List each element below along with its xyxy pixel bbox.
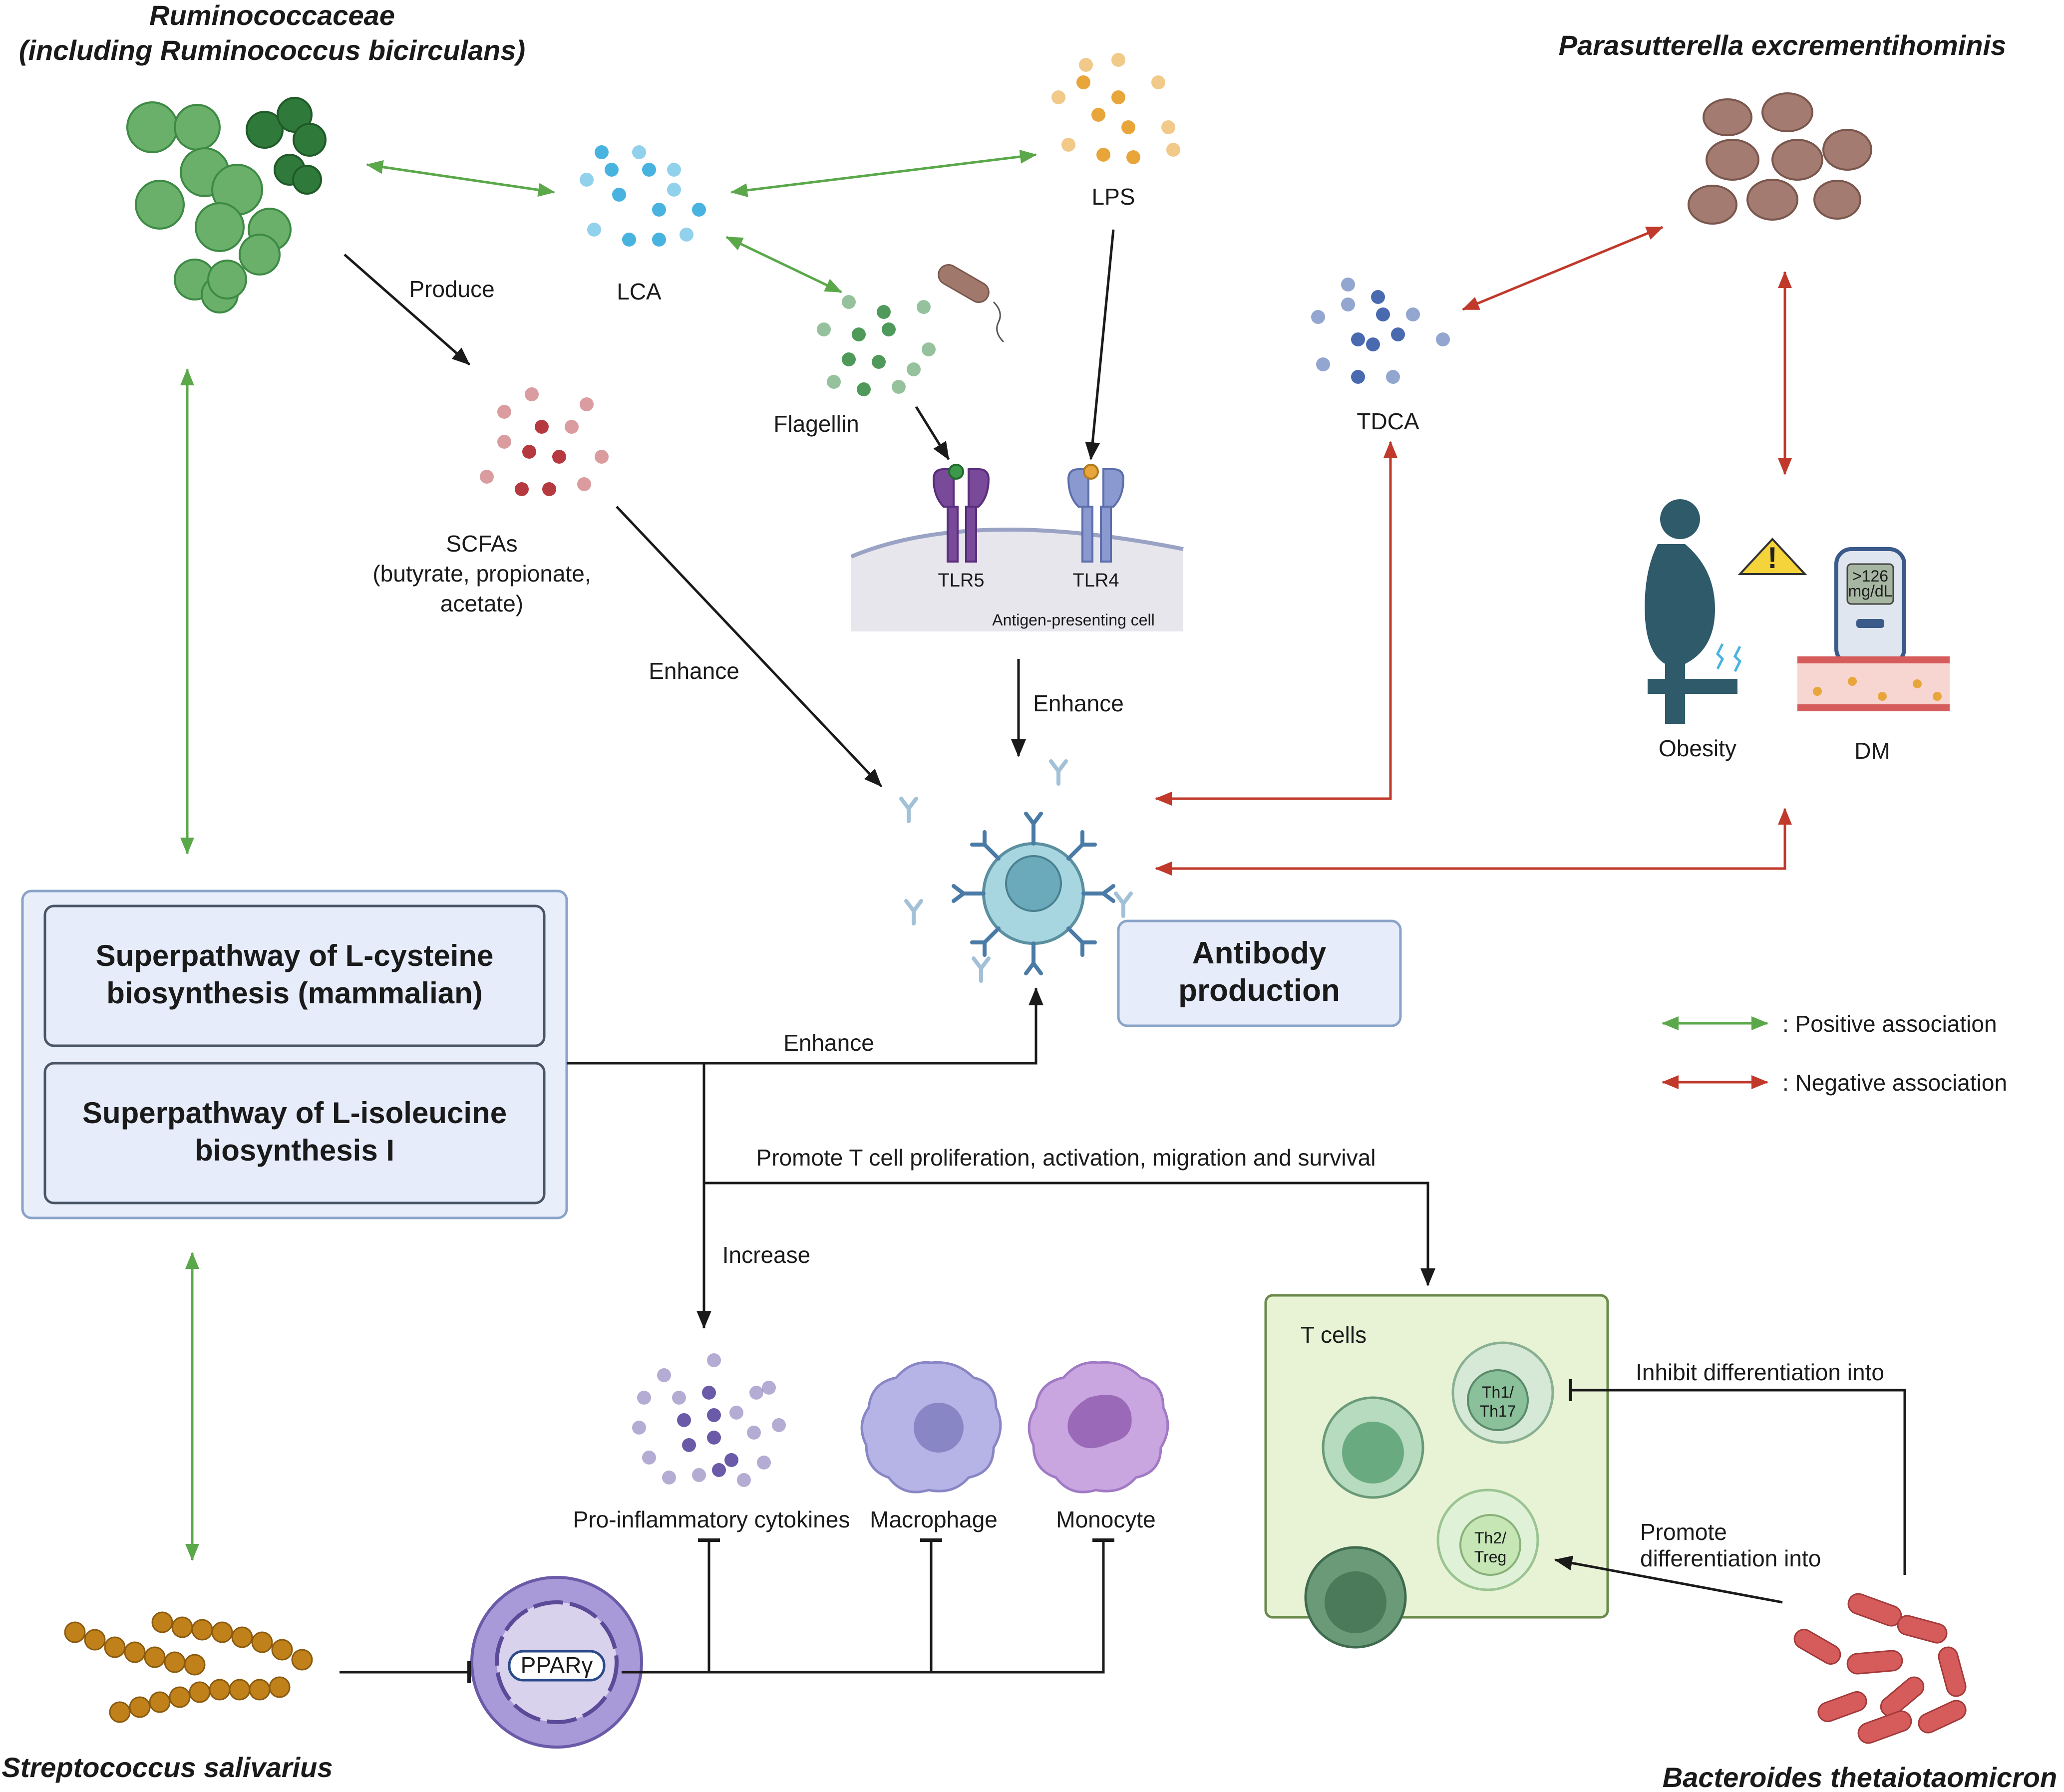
obesity-icon	[1645, 499, 1742, 724]
lps-label: LPS	[1092, 184, 1135, 210]
legend-negative-label: : Negative association	[1782, 1070, 2007, 1096]
macrophage-cell	[860, 1361, 1002, 1493]
ruminococcaceae-bacteria	[126, 97, 327, 313]
bacteroides-bacteria	[1793, 1593, 1967, 1744]
free-antibodies	[899, 759, 1133, 983]
flagellin-label: Flagellin	[773, 411, 859, 437]
lps-dots	[1051, 53, 1180, 164]
cytokine-dots	[632, 1353, 786, 1487]
glucose-reading-line2: mg/dL	[1848, 582, 1893, 600]
antibody-production-line1: Antibody	[1192, 936, 1327, 970]
streptococcus-bacteria	[64, 1611, 313, 1723]
promote-t-edge-label: Promote T cell proliferation, activation…	[756, 1145, 1376, 1171]
th1-label-line2: Th17	[1480, 1402, 1516, 1420]
enhance-scfa-edge-label: Enhance	[649, 658, 739, 684]
parasutterella-bacteria	[1688, 92, 1872, 225]
pathway-box-outer	[21, 890, 568, 1219]
ppar-cell	[470, 1576, 643, 1749]
legend-positive-label: : Positive association	[1782, 1011, 1997, 1037]
negative-arrows	[1155, 226, 1792, 1089]
apc-label: Antigen-presenting cell	[992, 611, 1155, 629]
obesity-label: Obesity	[1659, 735, 1736, 761]
scfas-label-line1: SCFAs	[446, 531, 517, 557]
antibodies	[952, 812, 1115, 975]
antibody-production-line2: production	[1178, 973, 1340, 1008]
lca-label: LCA	[617, 279, 662, 304]
directional-arrows	[340, 229, 1906, 1683]
tlr4-receptor	[1067, 464, 1125, 563]
scfas-label-line2: (butyrate, propionate,	[372, 561, 591, 587]
promote-diff-edge-label-line2: differentiation into	[1640, 1545, 1821, 1571]
produce-edge-label: Produce	[409, 276, 494, 302]
streptococcus-title: Streptococcus salivarius	[2, 1752, 333, 1783]
tlr5-receptor	[932, 464, 990, 563]
monocyte-label: Monocyte	[1056, 1506, 1155, 1532]
increase-edge-label: Increase	[722, 1242, 810, 1268]
antibody-box	[1117, 919, 1402, 1027]
dm-label: DM	[1854, 738, 1890, 764]
th2-label-line2: Treg	[1474, 1548, 1507, 1566]
inhibit-diff-edge-label: Inhibit differentiation into	[1636, 1359, 1884, 1385]
enhance-pathway-edge-label: Enhance	[783, 1030, 874, 1056]
tlr5-label: TLR5	[938, 570, 985, 591]
tlr4-label: TLR4	[1073, 570, 1119, 591]
svg-text:!: !	[1767, 541, 1777, 575]
ruminococcaceae-title-line1: Ruminococcaceae	[149, 0, 395, 31]
scfas-dots	[480, 387, 609, 496]
th1-label-line1: Th1/	[1482, 1383, 1514, 1401]
promote-diff-edge-label-line1: Promote	[1640, 1519, 1727, 1545]
flagellated-bacterium-icon	[938, 264, 1005, 343]
blood-vessel-icon	[1797, 656, 1950, 711]
b-cell	[982, 842, 1085, 945]
tdca-dots	[1311, 278, 1450, 384]
flagellin-dots	[817, 295, 936, 396]
tcells-box	[1264, 1294, 1609, 1649]
scfas-label-line3: acetate)	[440, 591, 523, 616]
glucose-reading-line1: >126	[1852, 567, 1888, 585]
ruminococcaceae-title-line2: (including Ruminococcus bicirculans)	[19, 34, 525, 66]
th2-label-line1: Th2/	[1474, 1529, 1506, 1547]
cysteine-pathway-line2: biosynthesis (mammalian)	[106, 976, 483, 1010]
tcells-title: T cells	[1301, 1322, 1367, 1348]
macrophage-label: Macrophage	[870, 1506, 998, 1532]
isoleucine-pathway-line1: Superpathway of L-isoleucine	[82, 1096, 507, 1130]
tdca-label: TDCA	[1357, 408, 1419, 434]
warning-icon: !	[1737, 538, 1807, 575]
cysteine-pathway-line1: Superpathway of L-cysteine	[96, 939, 494, 972]
enhance-tlr-edge-label: Enhance	[1033, 690, 1124, 716]
monocyte-cell	[1028, 1361, 1169, 1493]
cytokines-label: Pro-inflammatory cytokines	[573, 1506, 850, 1532]
parasutterella-title: Parasutterella excrementihominis	[1559, 29, 2006, 61]
isoleucine-pathway-line2: biosynthesis I	[195, 1134, 394, 1167]
ppar-label: PPARγ	[521, 1652, 593, 1678]
bacteroides-title: Bacteroides thetaiotaomicron	[1663, 1762, 2057, 1790]
positive-arrows	[180, 150, 1768, 1561]
lca-dots	[580, 145, 706, 247]
